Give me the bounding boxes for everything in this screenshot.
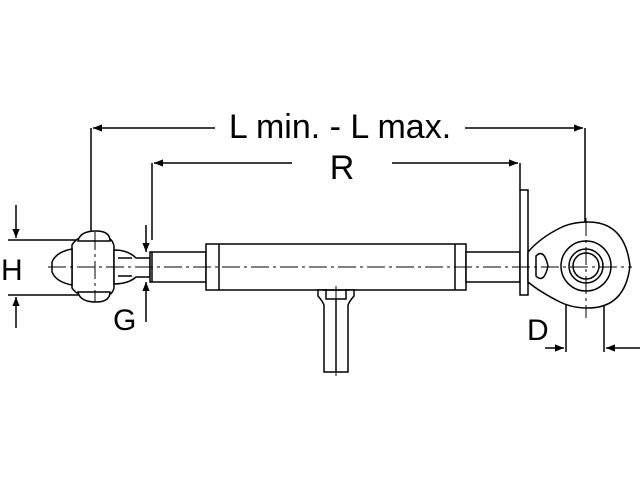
link-body xyxy=(149,243,521,291)
range-label: R xyxy=(330,149,355,187)
height-label: H xyxy=(1,254,23,287)
diameter-dimension xyxy=(545,300,640,352)
lock-plate xyxy=(519,189,529,296)
length-label: L min. - L max. xyxy=(229,108,451,146)
eye-end xyxy=(527,221,631,309)
height-dimension xyxy=(8,205,88,328)
gap-label: G xyxy=(113,304,136,337)
center-lines xyxy=(48,218,632,376)
diameter-label: D xyxy=(527,314,549,347)
range-dimension xyxy=(151,159,521,240)
